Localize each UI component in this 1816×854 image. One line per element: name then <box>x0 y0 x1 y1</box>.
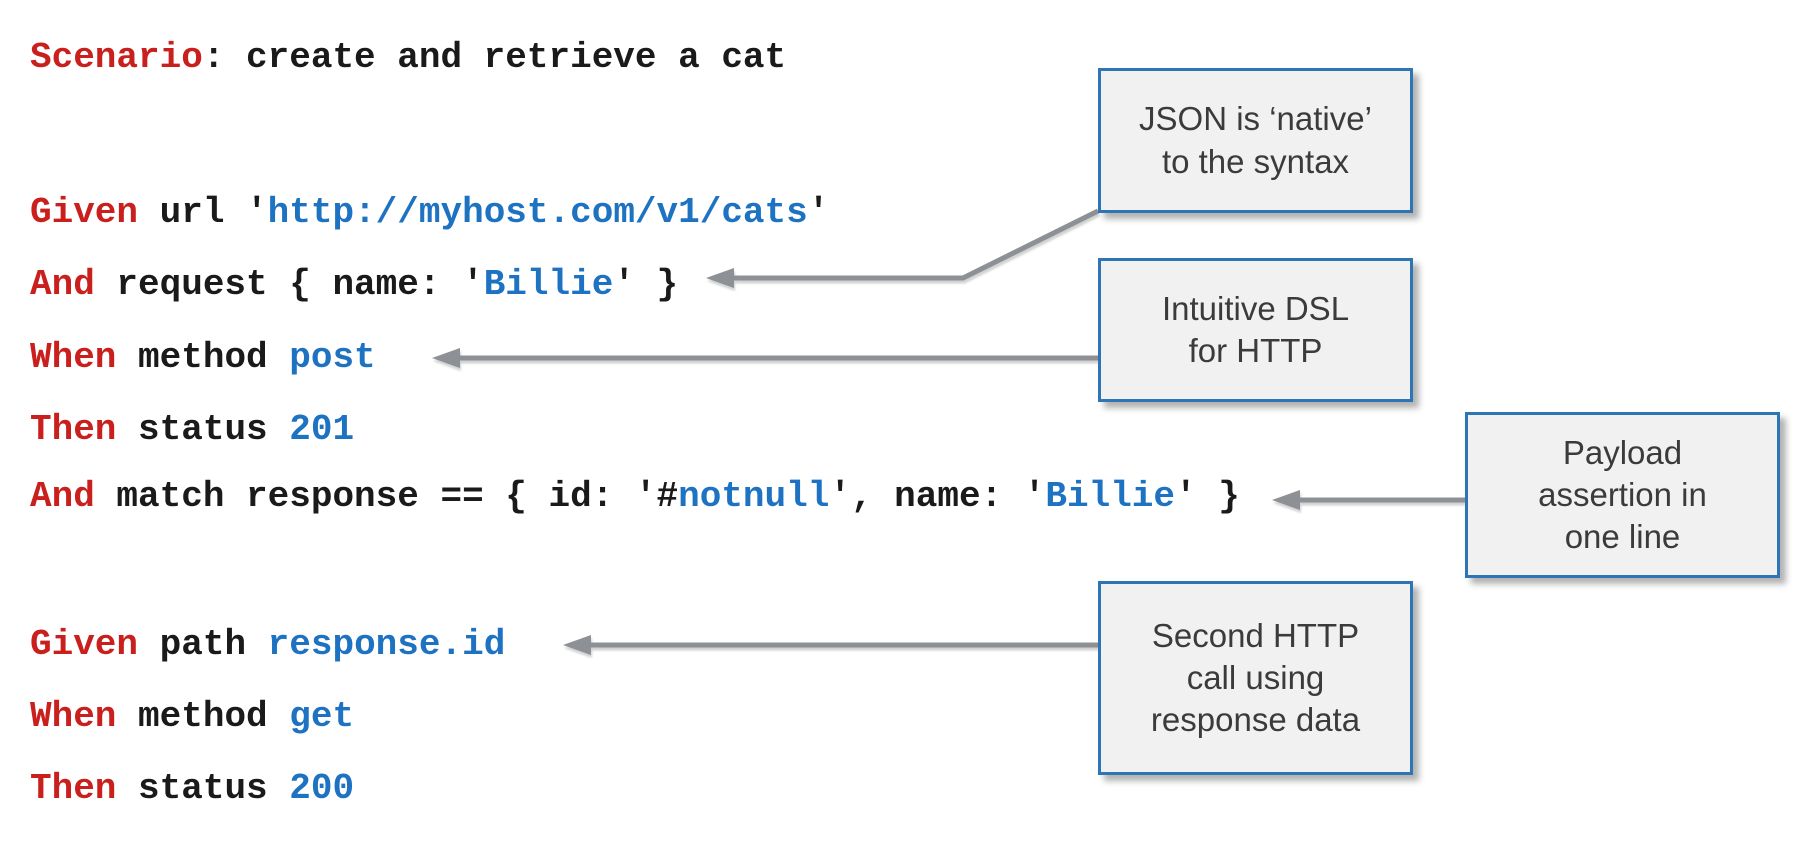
code-token-str: http://myhost.com/v1/cats <box>267 192 808 233</box>
code-token-plain: path <box>138 624 268 665</box>
arrowhead-left-icon <box>432 348 460 368</box>
code-token-str: Billie <box>1045 476 1176 517</box>
code-line: Given path response.id <box>30 624 505 666</box>
code-token-kw: Given <box>30 624 139 665</box>
code-token-kw: And <box>30 264 95 305</box>
code-line: When method post <box>30 337 376 379</box>
code-token-plain: ' } <box>613 264 679 305</box>
arrow-second-call <box>563 635 1098 655</box>
code-line: When method get <box>30 696 354 738</box>
code-line: Scenario: create and retrieve a cat <box>30 37 786 79</box>
code-token-plain: ' <box>807 192 830 233</box>
code-token-plain: status <box>116 409 290 450</box>
code-line: Given url 'http://myhost.com/v1/cats' <box>30 192 829 234</box>
code-token-plain: ' } <box>1175 476 1240 517</box>
code-line: And request { name: 'Billie' } <box>30 264 678 306</box>
code-token-str: Billie <box>483 264 614 305</box>
code-token-plain: : create and retrieve a cat <box>202 37 787 78</box>
code-token-kw: When <box>30 337 117 378</box>
code-token-kw: And <box>30 476 95 517</box>
code-token-str: response.id <box>267 624 506 665</box>
code-token-str: notnull <box>678 476 830 517</box>
code-token-kw: Given <box>30 192 139 233</box>
code-token-kw: Then <box>30 768 117 809</box>
arrowhead-left-icon <box>563 635 591 655</box>
code-token-plain: method <box>116 337 290 378</box>
code-token-str: post <box>289 337 376 378</box>
arrow-intuitive-dsl <box>432 348 1098 368</box>
code-token-plain: method <box>116 696 290 737</box>
code-token-plain: request { name: ' <box>94 264 484 305</box>
code-line: And match response == { id: '#notnull', … <box>30 476 1240 518</box>
callout-intuitive-dsl: Intuitive DSL for HTTP <box>1098 258 1413 402</box>
code-line: Then status 200 <box>30 768 354 810</box>
code-token-plain: ', name: ' <box>829 476 1046 517</box>
code-token-kw: When <box>30 696 117 737</box>
callout-json-native: JSON is ‘native’ to the syntax <box>1098 68 1413 213</box>
callout-payload-assertion: Payload assertion in one line <box>1465 412 1780 578</box>
code-token-str: 200 <box>289 768 355 809</box>
callout-second-http-call: Second HTTP call using response data <box>1098 581 1413 775</box>
code-token-plain: url ' <box>138 192 268 233</box>
code-line: Then status 201 <box>30 409 354 451</box>
code-token-str: get <box>289 696 355 737</box>
code-token-kw: Scenario <box>30 37 203 78</box>
code-token-kw: Then <box>30 409 117 450</box>
arrow-payload-assertion <box>1272 490 1465 510</box>
code-token-str: 201 <box>289 409 355 450</box>
arrowhead-left-icon <box>1272 490 1300 510</box>
arrowhead-left-icon <box>706 268 734 288</box>
code-token-plain: status <box>116 768 290 809</box>
code-token-plain: match response == { id: '# <box>94 476 679 517</box>
